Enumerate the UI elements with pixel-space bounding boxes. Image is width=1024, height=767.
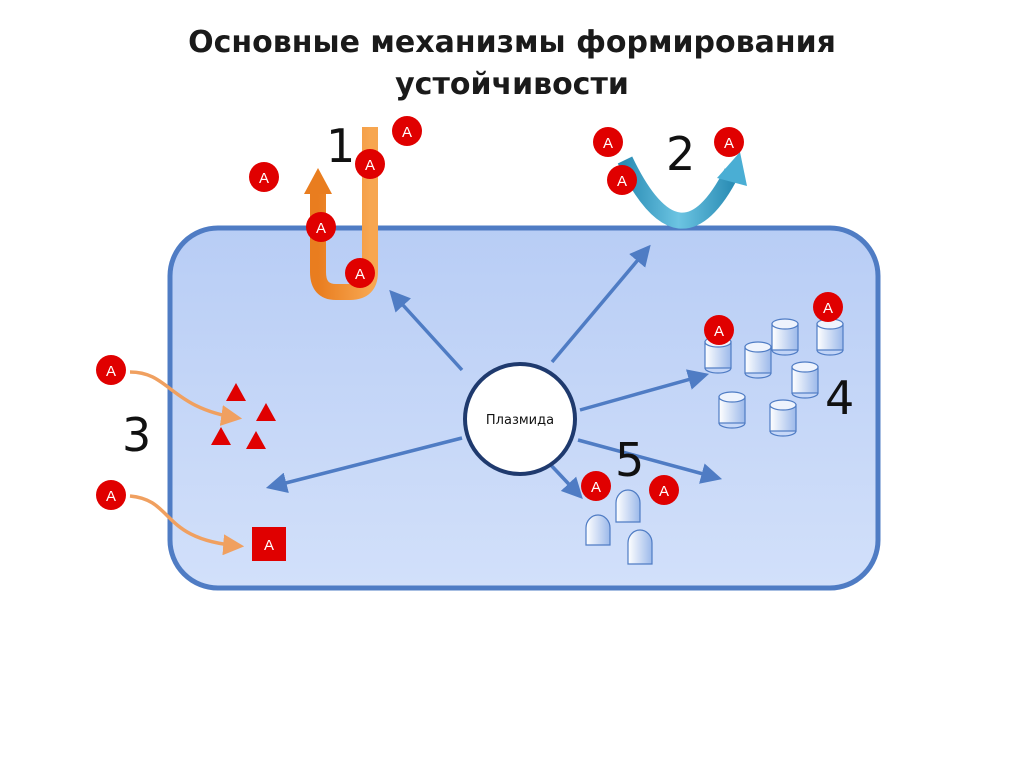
number-1: 1 xyxy=(326,119,355,173)
svg-text:A: A xyxy=(106,488,116,505)
curved-arrow-lower xyxy=(129,494,245,556)
triangle-2 xyxy=(256,403,276,421)
antibiotic-circle: A xyxy=(593,127,623,157)
svg-text:A: A xyxy=(617,173,627,190)
cylinder xyxy=(718,391,746,429)
plasmid-label: Плазмида xyxy=(486,413,554,428)
antibiotic-circle: A xyxy=(704,315,734,345)
triangle-1 xyxy=(226,383,246,401)
arrow-to-bypass xyxy=(550,244,651,364)
svg-text:A: A xyxy=(659,483,669,500)
antibiotic-circle: A xyxy=(607,165,637,195)
cylinder xyxy=(769,399,797,437)
antibiotic-circle: A xyxy=(355,149,385,179)
svg-text:A: A xyxy=(355,266,365,283)
arrow-to-target-4 xyxy=(579,369,710,412)
svg-text:A: A xyxy=(106,363,116,380)
svg-text:A: A xyxy=(823,300,833,317)
inactivation-arrows xyxy=(129,370,245,556)
triangle-4 xyxy=(246,431,266,449)
svg-text:A: A xyxy=(603,135,613,152)
svg-text:A: A xyxy=(402,124,412,141)
antibiotic-molecules: A A A A A A A A A A A A A A xyxy=(96,116,843,510)
arrow-to-target-5b xyxy=(577,438,723,484)
svg-text:A: A xyxy=(714,323,724,340)
arch xyxy=(627,529,653,565)
arrow-to-efflux xyxy=(389,289,464,372)
antibiotic-circle: A xyxy=(714,127,744,157)
arch xyxy=(615,489,641,523)
antibiotic-circle: A xyxy=(392,116,422,146)
triangle-3 xyxy=(211,427,231,445)
number-4: 4 xyxy=(825,371,854,425)
antibiotic-circle: A xyxy=(306,212,336,242)
cylinder xyxy=(744,341,772,379)
number-2: 2 xyxy=(666,127,695,181)
modified-antibiotic-square: A xyxy=(252,527,286,561)
plasmid: Плазмида xyxy=(463,362,577,476)
bypass-arrow xyxy=(617,152,747,229)
square-label: A xyxy=(264,537,274,554)
target-arches xyxy=(585,489,653,565)
svg-text:A: A xyxy=(316,220,326,237)
antibiotic-circle: A xyxy=(96,355,126,385)
target-cylinders xyxy=(704,318,844,437)
svg-text:A: A xyxy=(724,135,734,152)
number-3: 3 xyxy=(122,408,151,462)
title-line-2: устойчивости xyxy=(395,67,629,102)
title-line-1: Основные механизмы формирования xyxy=(188,25,836,60)
page-title: Основные механизмы формирования устойчив… xyxy=(0,22,1024,106)
cylinder xyxy=(816,318,844,356)
plasmid-arrows xyxy=(265,244,723,500)
mechanism-numbers: 1 2 3 4 5 xyxy=(122,119,854,487)
antibiotic-circle: A xyxy=(345,258,375,288)
svg-text:A: A xyxy=(365,157,375,174)
antibiotic-circle: A xyxy=(249,162,279,192)
arch xyxy=(585,514,611,546)
arrow-to-enzyme xyxy=(265,436,463,494)
cylinder xyxy=(791,361,819,399)
curved-arrow-upper xyxy=(129,370,243,426)
cylinder xyxy=(771,318,799,356)
svg-text:A: A xyxy=(591,479,601,496)
antibiotic-circle: A xyxy=(581,471,611,501)
antibiotic-circle: A xyxy=(96,480,126,510)
svg-text:A: A xyxy=(259,170,269,187)
arrow-to-target-5a xyxy=(546,460,583,500)
antibiotic-circle: A xyxy=(649,475,679,505)
modified-antibiotic-triangles xyxy=(211,383,276,449)
number-5: 5 xyxy=(615,433,644,487)
antibiotic-circle: A xyxy=(813,292,843,322)
